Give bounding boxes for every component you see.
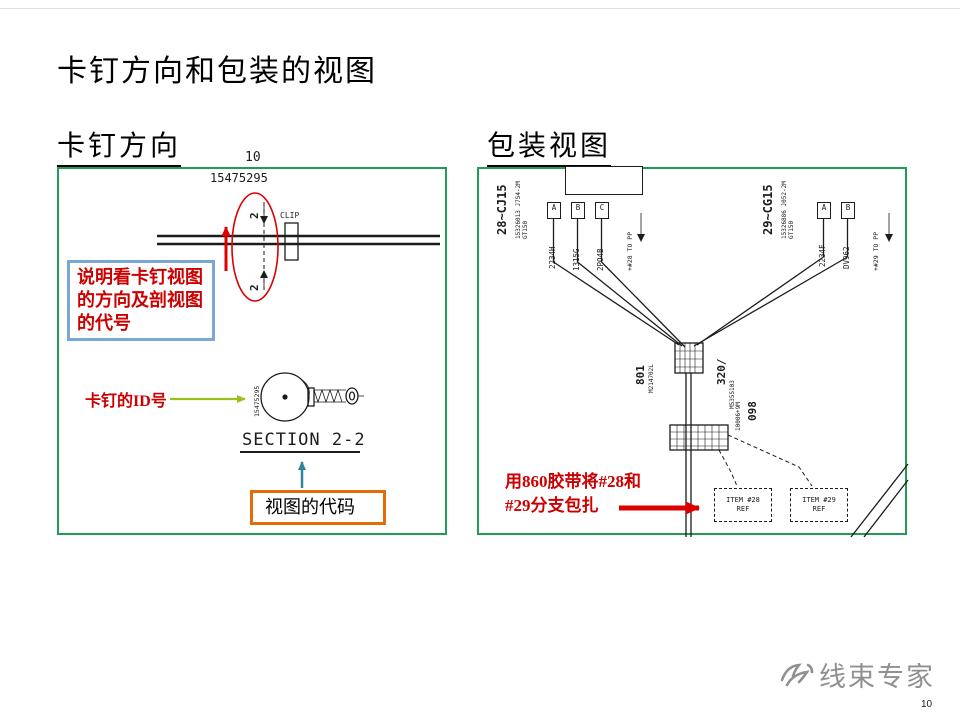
view-code-callout: 视图的代码 — [250, 490, 386, 525]
item-28-ref: REF — [736, 505, 750, 513]
cavity-box-a-left: A — [547, 202, 561, 219]
right-connector-circuit: 29~CG15 — [761, 184, 775, 235]
tape-wrap-symbol-2 — [669, 424, 729, 451]
right-wire-2: DV962 — [842, 246, 851, 269]
detail-box — [565, 166, 643, 195]
cavity-box-b-left: B — [571, 202, 585, 219]
section-mark-bottom: 2 — [248, 284, 261, 291]
item-28-label: ITEM #28 — [726, 496, 760, 504]
trunk-lines — [685, 373, 692, 537]
packaging-panel: 28~CJ15 15326013 J754-2M GT150 A B C 223… — [477, 166, 909, 538]
left-wire-3: 2PO4B — [596, 248, 605, 271]
branch-lines — [553, 256, 848, 348]
left-section-header: 卡钉方向 — [57, 124, 182, 167]
direction-note-callout: 说明看卡钉视图 的方向及剖视图 的代号 — [67, 260, 215, 341]
part-number: 15475295 — [210, 171, 268, 185]
page-number: 10 — [921, 699, 933, 710]
branch-lower-part: 10006+9M — [735, 402, 742, 431]
watermark-text: 线束专家 — [819, 662, 935, 692]
tape-instruction-note: 用860胶带将#28和 #29分支包扎 — [505, 472, 641, 515]
clip-id-vertical: 15475295 — [253, 385, 261, 417]
cavity-box-b-right: B — [841, 202, 855, 219]
left-wire-1: 2234H — [548, 246, 557, 269]
branch-left-id: 801 — [634, 365, 647, 385]
item-29-label: ITEM #29 — [802, 496, 836, 504]
cavity-box-c-left: C — [595, 202, 609, 219]
clip-direction-panel: 10 15475295 CLIP 2 2 说明看卡钉视图 的方向及剖视图 的代号… — [57, 150, 447, 535]
section-mark-top: 2 — [248, 212, 261, 219]
right-route-note: +#29 TO PP — [872, 231, 880, 271]
right-wire-1: 2234F — [818, 244, 827, 267]
right-section-header: 包装视图 — [487, 124, 612, 167]
right-connector-part-info: 15326886 J052-2M GT150 — [781, 181, 795, 239]
highlight-ellipse — [231, 192, 279, 302]
left-wire-2: 1315G — [572, 248, 581, 271]
item-29-ref-box: ITEM #29 REF — [790, 488, 848, 522]
connector-drop-lines — [552, 213, 893, 262]
page-title: 卡钉方向和包装的视图 — [57, 55, 377, 88]
left-connector-circuit: 28~CJ15 — [495, 184, 509, 235]
top-divider — [0, 8, 960, 9]
view-number: 10 — [245, 150, 261, 165]
item-29-ref: REF — [812, 505, 826, 513]
left-route-note: +#28 TO PP — [626, 231, 634, 271]
branch-left-part: M214702L — [648, 364, 655, 393]
brand-logo-icon — [780, 662, 814, 686]
section-title: SECTION 2-2 — [242, 430, 366, 450]
item-28-ref-box: ITEM #28 REF — [714, 488, 772, 522]
clip-id-label: 卡钉的ID号 — [85, 393, 167, 410]
branch-right-id: 320/ — [715, 358, 728, 386]
corner-harness-lines — [850, 463, 909, 538]
branch-lower-id: 098 — [746, 401, 759, 421]
direction-note-text: 说明看卡钉视图 的方向及剖视图 的代号 — [77, 267, 203, 333]
tape-wrap-symbol — [674, 342, 704, 374]
packaging-drawing — [552, 213, 909, 538]
leader-lines — [718, 434, 813, 487]
clip-symbol — [284, 222, 299, 261]
cavity-box-a-right: A — [817, 202, 831, 219]
clip-direction-drawing — [157, 192, 440, 488]
clip-label: CLIP — [280, 211, 300, 220]
watermark: 线束专家 — [779, 655, 935, 694]
clip-section-drawing — [260, 372, 364, 422]
left-connector-part-info: 15326013 J754-2M GT150 — [515, 181, 529, 239]
